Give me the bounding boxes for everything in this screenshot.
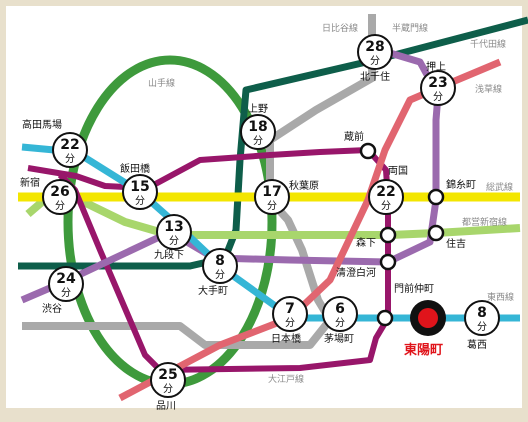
station-bubble-iidabashi[interactable]: 15 分	[122, 174, 158, 210]
station-label-nihonbashi: 日本橋	[271, 332, 301, 345]
unit-oshiage: 分	[433, 91, 443, 103]
minutes-kudanshita: 13	[164, 219, 183, 235]
minutes-shinjuku: 26	[50, 184, 69, 200]
station-bubble-oshiage[interactable]: 23 分	[420, 70, 456, 106]
station-bubble-nihonbashi[interactable]: 7 分	[272, 296, 308, 332]
station-label-sumiyoshi: 住吉	[446, 237, 466, 250]
unit-kasai: 分	[477, 321, 487, 333]
station-dot-kinshicho[interactable]	[427, 188, 445, 206]
station-dot-kuramae[interactable]	[359, 142, 377, 160]
unit-kitasenju: 分	[370, 55, 380, 67]
station-label-monzennakacho: 門前仲町	[394, 282, 434, 295]
station-label-shinjuku: 新宿	[20, 176, 40, 189]
station-bubble-takadanobaba[interactable]: 22 分	[52, 132, 88, 168]
minutes-kasai: 8	[477, 305, 487, 321]
station-label-otemachi: 大手町	[198, 284, 228, 297]
minutes-shibuya: 24	[56, 271, 76, 287]
unit-shinagawa: 分	[163, 383, 173, 395]
station-bubble-shinagawa[interactable]: 25 分	[150, 362, 186, 398]
station-dot-morishita[interactable]	[379, 226, 397, 244]
hibiya-line	[22, 14, 376, 349]
unit-iidabashi: 分	[135, 195, 145, 207]
station-label-kasai: 葛西	[467, 338, 487, 351]
station-bubble-kayabacho[interactable]: 6 分	[322, 296, 358, 332]
station-label-kuramae: 蔵前	[344, 130, 364, 143]
unit-shinjuku: 分	[55, 200, 65, 212]
line-label-oedo: 大江戸線	[268, 373, 304, 385]
station-label-morishita: 森下	[356, 236, 376, 249]
station-label-ryogoku: 両国	[388, 165, 408, 177]
minutes-takadanobaba: 22	[60, 137, 79, 153]
station-bubble-ryogoku[interactable]: 22 分	[368, 179, 404, 215]
station-label-kitasenju: 北千住	[360, 70, 390, 83]
line-label-hanzomon: 半蔵門線	[392, 22, 428, 34]
unit-nihonbashi: 分	[285, 317, 295, 329]
minutes-kitasenju: 28	[365, 39, 384, 55]
unit-shibuya: 分	[61, 287, 71, 299]
line-label-sobu: 総武線	[486, 181, 513, 193]
line-label-hibiya: 日比谷線	[322, 22, 358, 34]
station-label-kudanshita: 九段下	[154, 248, 184, 261]
minutes-ryogoku: 22	[376, 184, 395, 200]
station-label-shibuya: 渋谷	[42, 302, 62, 315]
line-label-shinjuku: 都営新宿線	[462, 216, 507, 228]
station-bubble-kasai[interactable]: 8 分	[464, 300, 500, 336]
minutes-nihonbashi: 7	[285, 301, 295, 317]
minutes-shinagawa: 25	[158, 367, 177, 383]
unit-takadanobaba: 分	[65, 153, 75, 165]
unit-kayabacho: 分	[335, 317, 345, 329]
station-bubble-kudanshita[interactable]: 13 分	[156, 214, 192, 250]
line-label-yamanote: 山手線	[148, 77, 175, 89]
station-label-kiyosumi: 清澄白河	[336, 266, 376, 279]
line-label-tozai: 東西線	[487, 291, 514, 303]
destination-marker[interactable]	[418, 308, 438, 328]
minutes-iidabashi: 15	[130, 179, 149, 195]
station-bubble-kitasenju[interactable]: 28 分	[357, 34, 393, 70]
station-bubble-shibuya[interactable]: 24 分	[48, 266, 84, 302]
line-label-chiyoda: 千代田線	[470, 38, 506, 50]
station-label-akihabara: 秋葉原	[289, 179, 319, 192]
station-label-ueno: 上野	[248, 103, 268, 115]
oedo-line	[27, 147, 391, 373]
station-dot-sumiyoshi[interactable]	[427, 224, 445, 242]
unit-kudanshita: 分	[169, 235, 179, 247]
minutes-akihabara: 17	[262, 184, 281, 200]
station-label-toyocho: 東陽町	[404, 342, 443, 358]
station-dot-monzennakacho[interactable]	[376, 309, 394, 327]
station-bubble-akihabara[interactable]: 17 分	[254, 179, 290, 215]
station-label-shinagawa: 品川	[156, 400, 176, 412]
station-label-oshiage: 押上	[426, 60, 446, 73]
unit-akihabara: 分	[267, 200, 277, 212]
unit-ryogoku: 分	[381, 200, 391, 212]
line-label-asakusa: 浅草線	[475, 83, 502, 95]
unit-otemachi: 分	[215, 269, 225, 281]
minutes-oshiage: 23	[428, 75, 447, 91]
station-label-kinshicho: 錦糸町	[446, 178, 476, 191]
station-label-takadanobaba: 高田馬場	[22, 118, 62, 131]
station-bubble-otemachi[interactable]: 8 分	[202, 248, 238, 284]
station-label-iidabashi: 飯田橋	[120, 162, 150, 175]
station-label-kayabacho: 茅場町	[324, 332, 354, 345]
station-dot-kiyosumi[interactable]	[379, 253, 397, 271]
minutes-otemachi: 8	[215, 253, 225, 269]
minutes-ueno: 18	[248, 119, 267, 135]
station-bubble-shinjuku[interactable]: 26 分	[42, 179, 78, 215]
unit-ueno: 分	[253, 135, 263, 147]
minutes-kayabacho: 6	[335, 301, 345, 317]
station-bubble-ueno[interactable]: 18 分	[240, 114, 276, 150]
